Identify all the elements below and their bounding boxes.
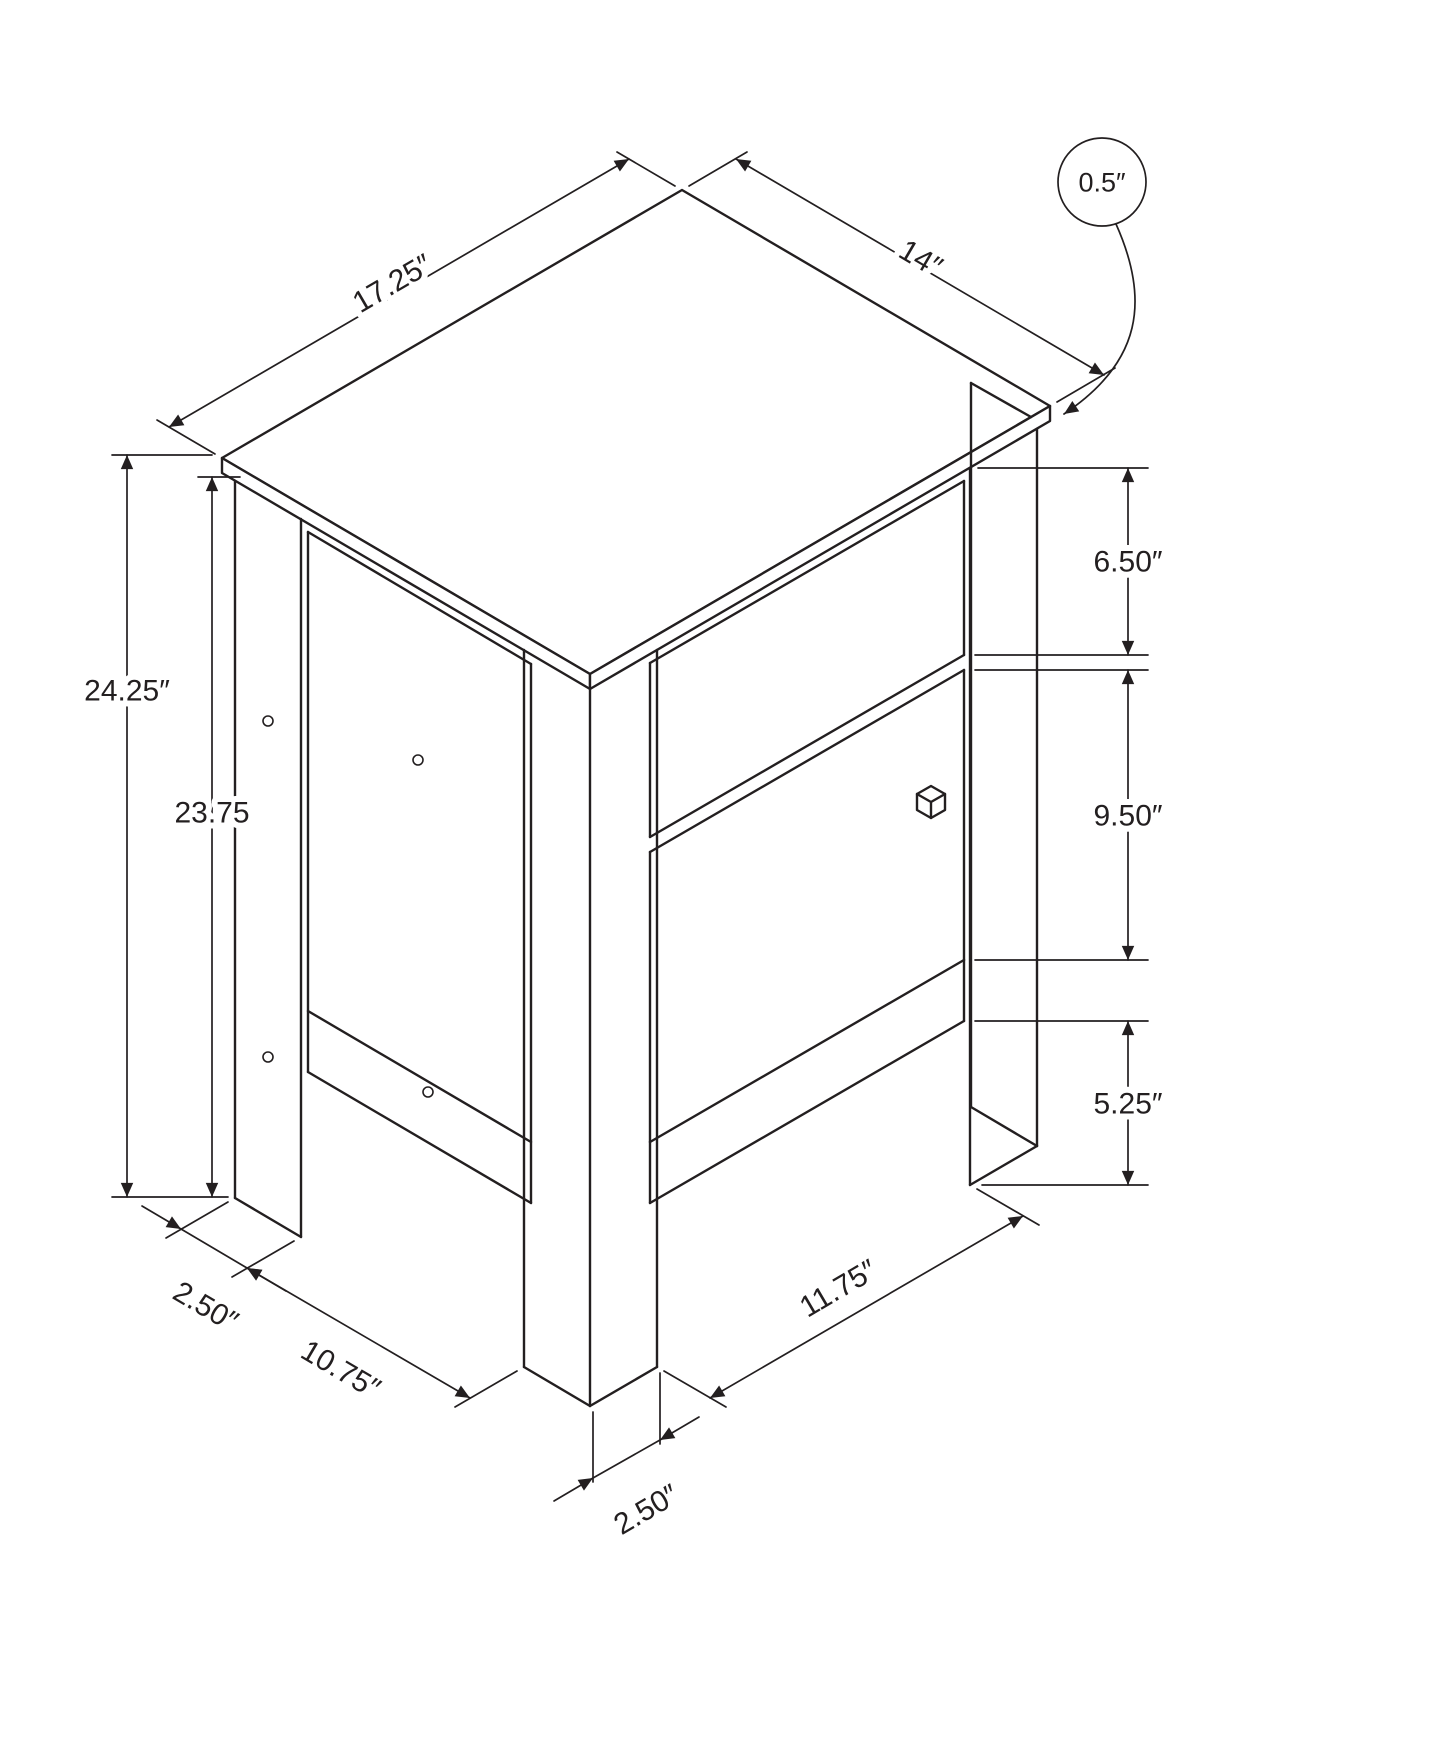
front-leg bbox=[522, 648, 659, 1408]
cabinet-door bbox=[648, 668, 966, 1144]
dim-label-top-thickness: 0.5″ bbox=[1078, 167, 1126, 197]
dim-label-front-leg-width: 2.50″ bbox=[608, 1478, 685, 1542]
dim-label-side-span: 10.75″ bbox=[295, 1334, 386, 1406]
dim-label-door-height: 9.50″ bbox=[1093, 800, 1162, 833]
dim-shelf-opening: 6.50″ bbox=[974, 467, 1169, 656]
door-knob-icon bbox=[915, 784, 947, 820]
shelf-bottom-edge bbox=[648, 668, 966, 854]
left-leg bbox=[233, 479, 303, 1239]
table-top-right-edge bbox=[588, 404, 1052, 691]
dim-label-front-span: 11.75″ bbox=[794, 1253, 883, 1324]
callout-leader bbox=[1063, 223, 1136, 415]
screw-hole bbox=[262, 715, 274, 727]
dim-leg-height: 23.75 bbox=[168, 476, 256, 1198]
left-side-panel bbox=[306, 530, 533, 1205]
dim-side-leg-width: 2.50″ bbox=[141, 1201, 295, 1345]
dim-side-span: 10.75″ bbox=[246, 1267, 518, 1412]
table-drawing bbox=[220, 188, 1052, 1408]
dim-overall-height: 24.25″ bbox=[78, 454, 229, 1198]
dim-floor-clearance: 5.25″ bbox=[974, 1020, 1169, 1186]
screw-hole bbox=[422, 1086, 434, 1098]
screw-hole bbox=[412, 754, 424, 766]
screw-hole bbox=[262, 1051, 274, 1063]
bottom-rail bbox=[648, 958, 966, 1205]
dim-label-floor-clearance: 5.25″ bbox=[1093, 1088, 1162, 1121]
dim-label-side-leg-width: 2.50″ bbox=[167, 1275, 244, 1339]
dim-label-leg-height: 23.75 bbox=[174, 797, 249, 830]
right-leg bbox=[968, 381, 1039, 1187]
dim-label-top-width: 17.25″ bbox=[347, 248, 438, 320]
callout-circle bbox=[1057, 137, 1147, 227]
dim-front-span: 11.75″ bbox=[663, 1188, 1040, 1408]
shelf-front-edge bbox=[648, 653, 966, 839]
dim-label-top-depth: 14″ bbox=[893, 233, 948, 284]
open-shelf bbox=[648, 479, 966, 854]
dim-door-height: 9.50″ bbox=[974, 669, 1169, 961]
dim-label-shelf-opening: 6.50″ bbox=[1093, 546, 1162, 579]
dim-top-thickness: 0.5″ bbox=[1057, 137, 1147, 415]
dim-label-overall-height: 24.25″ bbox=[84, 675, 170, 708]
